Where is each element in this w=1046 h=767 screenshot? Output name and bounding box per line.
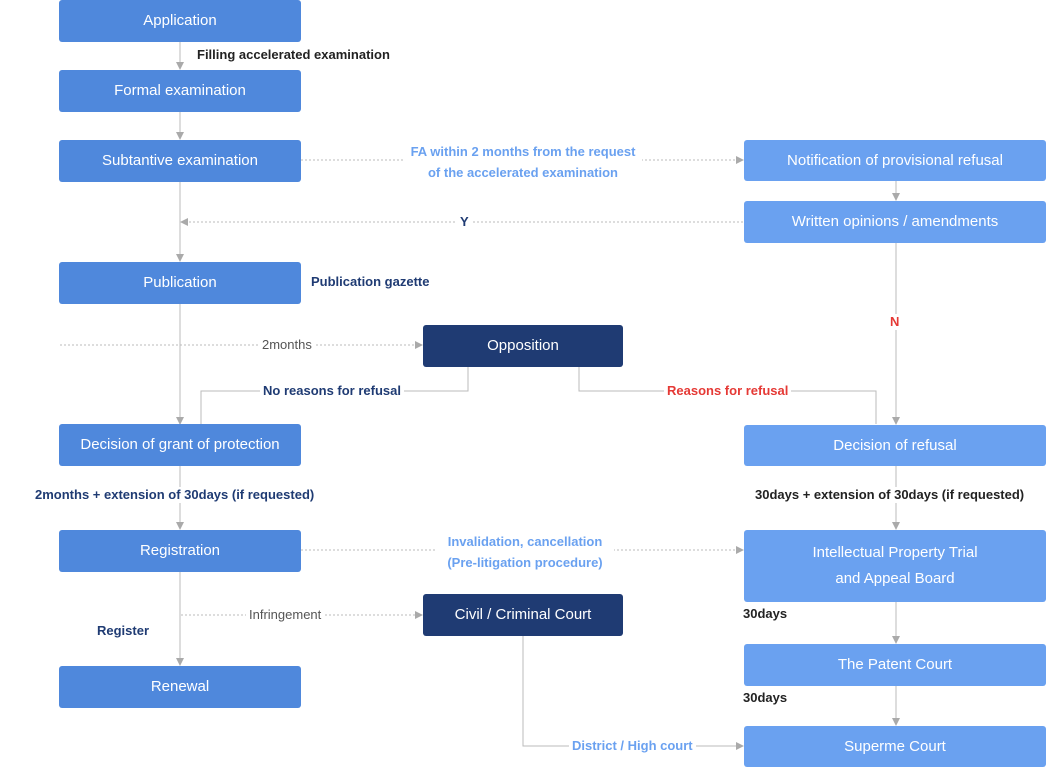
registration-text: Registration [139,542,221,559]
written-opinions-text: Written opinions / amendments [791,213,999,230]
decision-grant-text: Decision of grant of protection [80,436,280,453]
fa-within-line1: FA within 2 months from the request [410,144,636,159]
no-label: N [887,314,903,330]
no-reasons-label: No reasons for refusal [260,383,404,399]
formal-examination-text: Formal examination [114,82,246,99]
ip-trial-board-box: Intellectual Property Trial and Appeal B… [744,530,1046,602]
renewal-text: Renewal [150,678,210,695]
registration-box: Registration [59,530,301,572]
publication-gazette-label: Publication gazette [308,274,433,290]
provisional-refusal-text: Notification of provisional refusal [787,151,1003,169]
ip-trial-board-text-line1: Intellectual Property Trial [812,544,978,561]
refusal-period-label: 30days + extension of 30days (if request… [752,487,1028,503]
decision-refusal-text: Decision of refusal [833,436,957,454]
civil-criminal-court-text: Civil / Criminal Court [454,606,592,623]
substantive-examination-box: Subtantive examination [59,140,301,182]
yes-label: Y [457,214,472,230]
publication-text: Publication [143,274,217,291]
line-district-high-court [522,636,744,750]
invalidation-line1: Invalidation, cancellation [447,534,603,549]
renewal-box: Renewal [59,666,301,708]
civil-criminal-court-box: Civil / Criminal Court [423,594,623,636]
fa-within-label: FA within 2 months from the request of t… [404,141,642,183]
register-label: Register [94,623,153,639]
application-box: Application [59,0,301,42]
district-high-court-label: District / High court [569,738,696,754]
thirty-days-label-2: 30days [740,690,791,706]
application-text: Application [143,12,217,29]
filling-accelerated-label: Filling accelerated examination [194,47,393,63]
ip-trial-board-text-line2: and Appeal Board [835,570,955,587]
thirty-days-label-1: 30days [740,606,791,622]
publication-box: Publication [59,262,301,304]
infringement-label: Infringement [246,607,325,623]
decision-grant-box: Decision of grant of protection [59,424,301,466]
invalidation-line2: (Pre-litigation procedure) [447,555,603,570]
fa-within-line2: of the accelerated examination [427,165,618,180]
provisional-refusal-box: Notification of provisional refusal [744,140,1046,181]
formal-examination-box: Formal examination [59,70,301,112]
grant-period-label: 2months + extension of 30days (if reques… [32,487,318,503]
patent-court-text: The Patent Court [837,656,953,673]
reasons-label: Reasons for refusal [664,383,792,399]
opposition-box: Opposition [423,325,623,367]
decision-refusal-box: Decision of refusal [744,425,1046,466]
two-months-label: 2months [259,337,315,353]
supreme-court-text: Superme Court [844,737,946,755]
substantive-examination-text: Subtantive examination [102,152,258,169]
invalidation-label: Invalidation, cancellation (Pre-litigati… [436,531,614,573]
written-opinions-box: Written opinions / amendments [744,201,1046,243]
opposition-text: Opposition [487,337,559,354]
patent-court-box: The Patent Court [744,644,1046,686]
supreme-court-box: Superme Court [744,726,1046,767]
